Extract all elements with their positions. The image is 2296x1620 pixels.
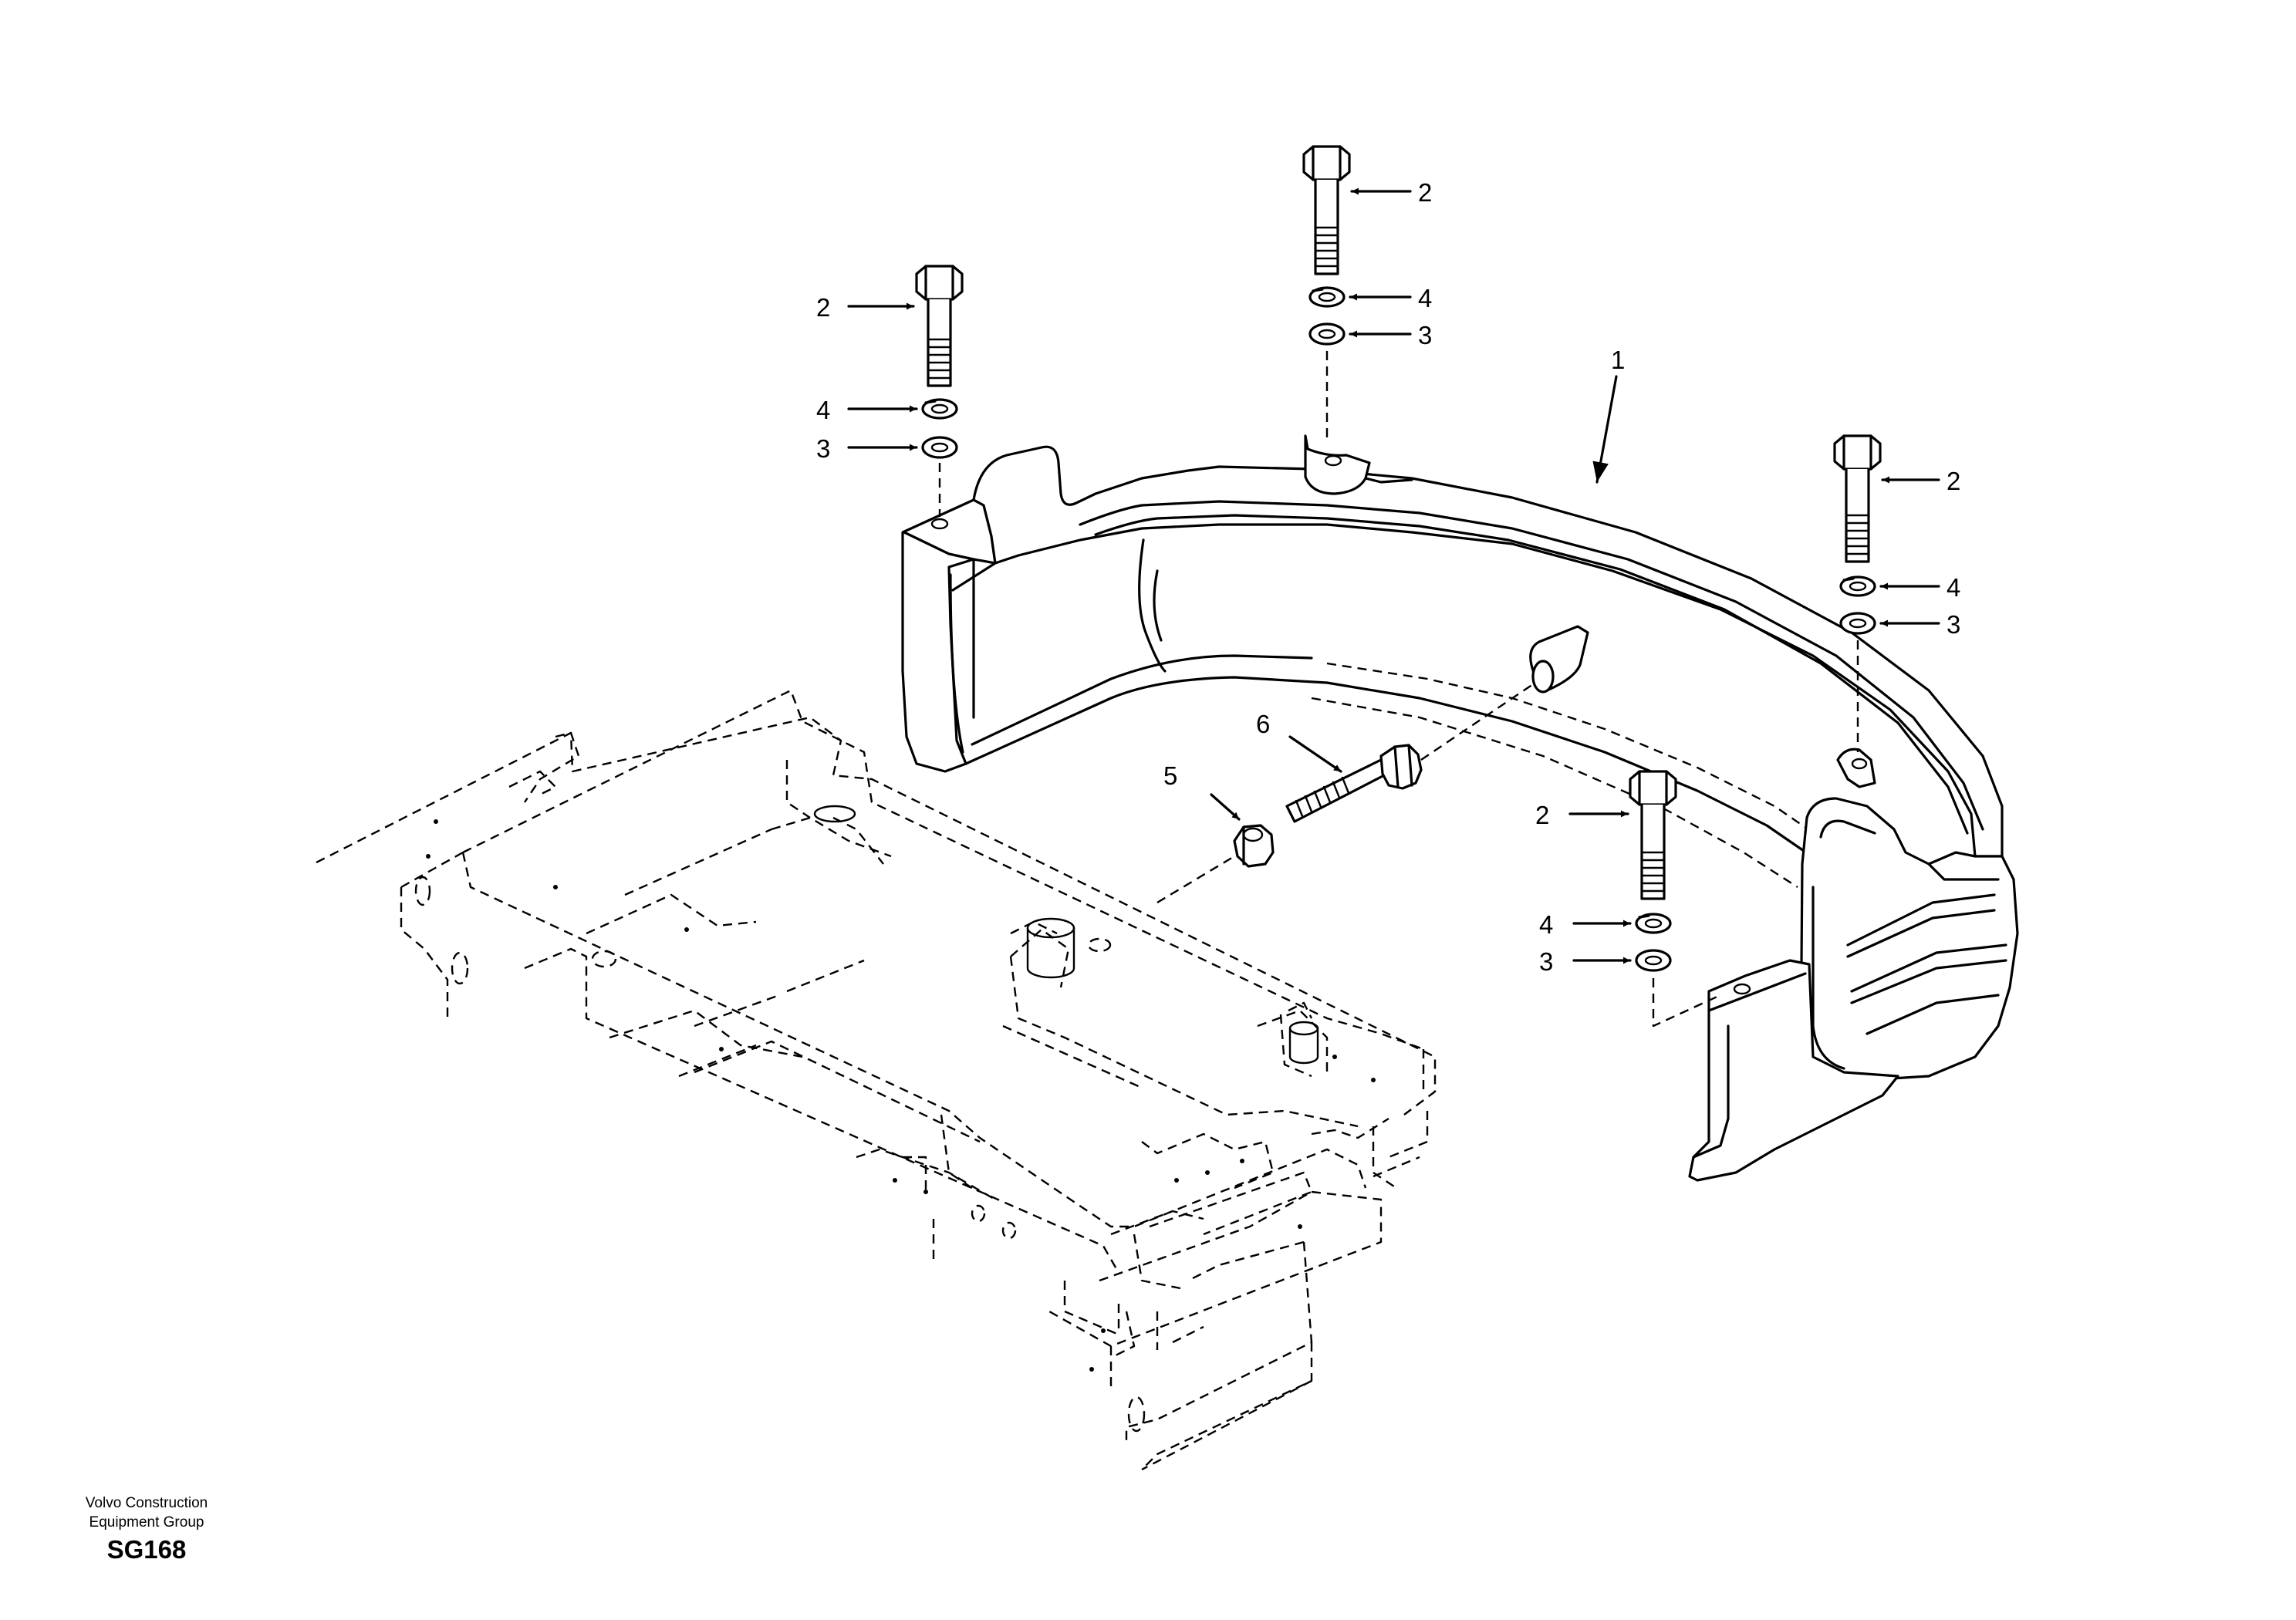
axis-nut — [1156, 855, 1235, 904]
company-name-line2: Equipment Group — [89, 1514, 204, 1531]
upper-frame-holes — [414, 805, 1376, 1433]
washer-center — [1308, 322, 1346, 346]
callout-3-left: 3 — [816, 434, 830, 463]
callout-2-right-bottom: 2 — [1535, 801, 1549, 829]
callout-2-right-top: 2 — [1947, 467, 1960, 495]
bolt-right-top — [1833, 434, 1882, 563]
bolt-right-bottom — [1629, 770, 1677, 900]
callout-1: 1 — [1611, 346, 1625, 374]
bolt-left — [915, 265, 964, 387]
spring-washer-left — [921, 398, 958, 420]
washer-left — [921, 436, 958, 459]
callout-6: 6 — [1256, 710, 1270, 738]
washer-right-top — [1839, 612, 1876, 635]
company-name: Volvo Construction Equipment Group — [31, 1493, 262, 1532]
washer-right-bottom — [1635, 949, 1672, 972]
nut — [1233, 824, 1275, 868]
callout-4-right-top: 4 — [1947, 573, 1960, 602]
lifting-bolt — [1285, 744, 1423, 823]
callout-5: 5 — [1163, 761, 1177, 790]
upper-frame-outline — [316, 689, 1437, 1471]
axis-right-bottom — [1652, 978, 1721, 1028]
callout-3-right-top: 3 — [1947, 610, 1960, 639]
callout-2-center: 2 — [1418, 178, 1432, 207]
spring-washer-right-bottom — [1635, 913, 1672, 934]
spring-washer-right-top — [1839, 575, 1876, 597]
bolt-center — [1302, 145, 1351, 275]
callout-4-left: 4 — [816, 396, 830, 424]
spring-washer-center — [1308, 286, 1346, 308]
leader-lines — [847, 187, 1940, 964]
axis-lifting — [1420, 682, 1536, 761]
callout-4-center: 4 — [1418, 284, 1432, 312]
drawing-code: SG168 — [106, 1535, 187, 1564]
callout-3-right-bottom: 3 — [1539, 947, 1553, 976]
callout-3-center: 3 — [1418, 321, 1432, 349]
company-name-line1: Volvo Construction — [85, 1495, 208, 1511]
callout-4-right-bottom: 4 — [1539, 910, 1553, 939]
counterweight — [901, 434, 2019, 1182]
callout-2-left: 2 — [816, 293, 830, 322]
